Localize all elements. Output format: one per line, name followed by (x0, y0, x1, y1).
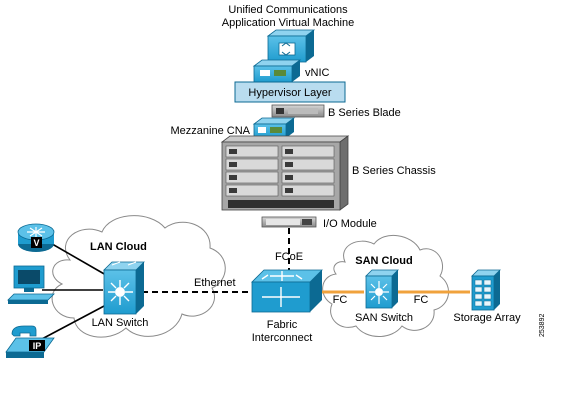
lan-cloud-label: LAN Cloud (90, 241, 147, 253)
fcoe-label: FCoE (275, 251, 303, 263)
chassis-blade-slot (281, 171, 335, 184)
storage-disk (474, 293, 483, 300)
vnic-label: vNIC (305, 67, 330, 79)
blade-icon (271, 104, 325, 118)
san-cloud-label: SAN Cloud (355, 255, 412, 267)
blade-label: B Series Blade (328, 107, 401, 119)
lan-switch-icon (103, 261, 145, 315)
chassis-blade-slot (281, 145, 335, 158)
san-switch-icon (365, 269, 399, 309)
cna-card-icon (252, 117, 296, 139)
chassis-blade-slot (225, 158, 279, 171)
fabric-label-line2: Interconnect (252, 332, 313, 344)
vm-icon (266, 29, 316, 63)
storage-disk (474, 286, 483, 293)
blade-slot-handle (229, 149, 237, 154)
workstation-icon (7, 265, 55, 304)
chassis-blade-slot (225, 145, 279, 158)
chassis-blade-slot (225, 171, 279, 184)
storage-disk (474, 300, 483, 307)
chassis-blade-slot (281, 158, 335, 171)
blade-slot-handle (285, 175, 293, 180)
storage-disk (483, 300, 492, 307)
phone-badge: IP (33, 341, 42, 351)
ip-phone-icon (5, 325, 55, 358)
vnic-card-icon (252, 59, 302, 83)
chassis-blade-slot (225, 184, 279, 197)
storage-disk (483, 279, 492, 286)
uc-title-line2: Application Virtual Machine (222, 17, 354, 29)
blade-slot-handle (285, 149, 293, 154)
chassis-blade-slot (281, 184, 335, 197)
blade-slot-handle (229, 188, 237, 193)
blade-slot-handle (285, 162, 293, 167)
router-icon (17, 223, 55, 252)
fabric-interconnect-icon (251, 269, 323, 313)
storage-disk (474, 279, 483, 286)
io-module-label: I/O Module (323, 218, 377, 230)
ethernet-label: Ethernet (194, 277, 236, 289)
san-switch-label: SAN Switch (355, 312, 413, 324)
storage-disk (483, 286, 492, 293)
phone-to-lan-switch-link (39, 304, 107, 341)
mezzanine-label: Mezzanine CNA (171, 125, 251, 137)
io-module-icon (261, 216, 317, 228)
storage-label: Storage Array (453, 312, 521, 324)
lan-switch-label: LAN Switch (92, 317, 149, 329)
chassis-label: B Series Chassis (352, 165, 436, 177)
blade-slot-handle (229, 175, 237, 180)
fc-right-label: FC (414, 294, 429, 306)
fabric-label-line1: Fabric (267, 319, 298, 331)
blade-slot-handle (229, 162, 237, 167)
figure-id: 253892 (539, 314, 546, 337)
router-badge: V (33, 238, 39, 248)
hypervisor-label: Hypervisor Layer (248, 87, 331, 99)
hypervisor-layer-box (234, 81, 346, 103)
blade-slot-handle (285, 188, 293, 193)
chassis-icon (220, 135, 350, 211)
storage-disk (483, 293, 492, 300)
uc-title-line1: Unified Communications (228, 4, 348, 16)
fc-left-label: FC (333, 294, 348, 306)
storage-array-icon (471, 269, 501, 311)
